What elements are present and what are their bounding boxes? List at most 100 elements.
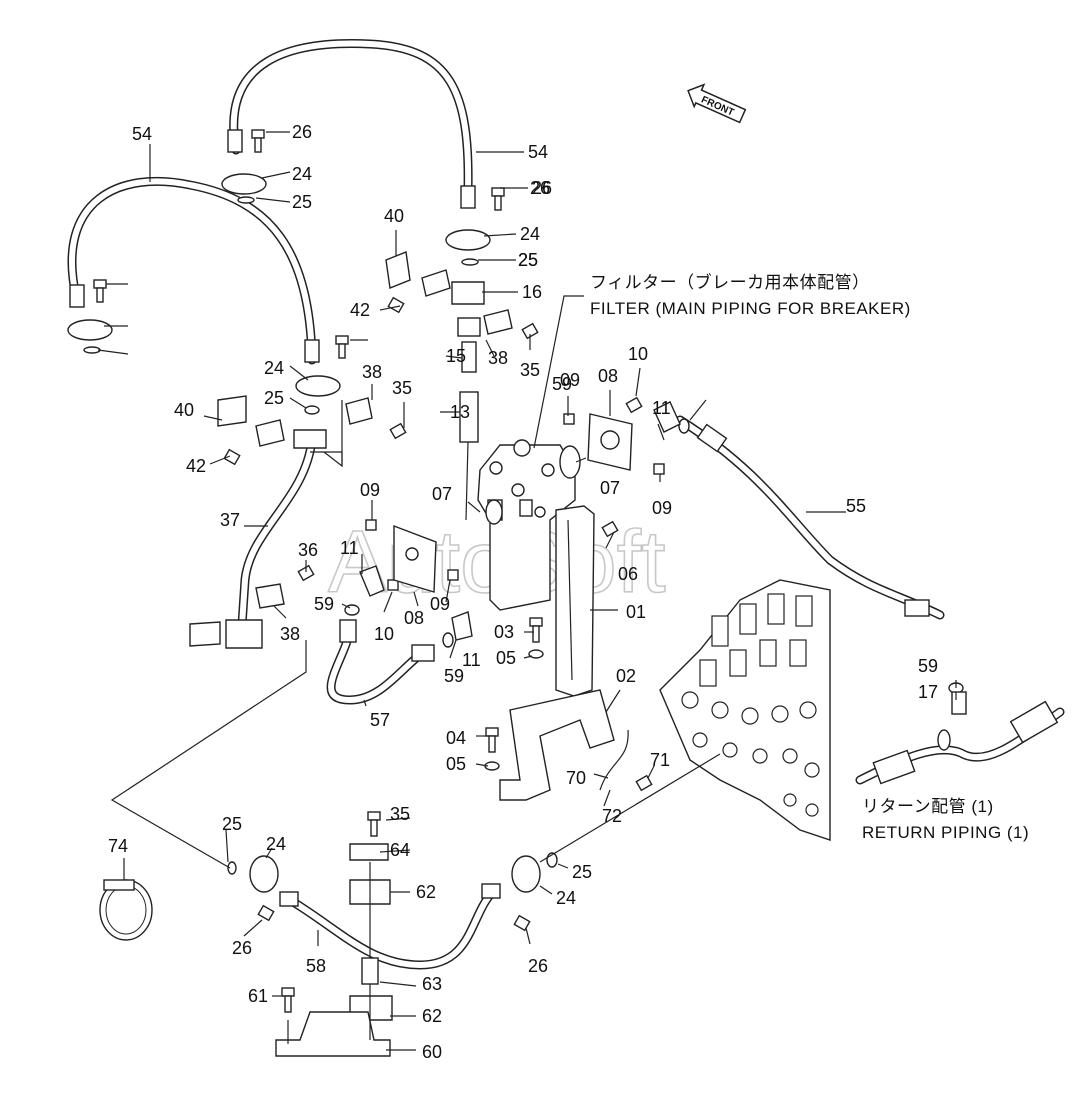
callout-25: 25 xyxy=(518,250,538,270)
hose-fittings xyxy=(69,129,930,907)
callout-40: 40 xyxy=(174,400,194,420)
elbow-11-bottom xyxy=(451,611,473,641)
gasket-07-right xyxy=(559,445,581,479)
callout-09: 09 xyxy=(560,370,580,390)
callout-layer: 54 26 24 25 54 26 24 25 40 42 25 16 26 24 25 38 35 15 38 35… xyxy=(108,122,938,1062)
callout-03: 03 xyxy=(494,622,514,642)
callout-07: 07 xyxy=(432,484,452,504)
callout-57: 57 xyxy=(370,710,390,730)
callout-37: 37 xyxy=(220,510,240,530)
callout-61: 61 xyxy=(248,986,268,1006)
callout-01: 01 xyxy=(626,602,646,622)
filter-caption-en: FILTER (MAIN PIPING FOR BREAKER) xyxy=(590,299,911,318)
callout-24: 24 xyxy=(266,834,286,854)
callout-26: 26 xyxy=(532,178,552,198)
gasket-07-left xyxy=(485,499,503,525)
callout-59: 59 xyxy=(314,594,334,614)
filter-caption-jp: フィルター（ブレーカ用本体配管） xyxy=(590,272,870,292)
callout-40: 40 xyxy=(384,206,404,226)
callout-25: 25 xyxy=(518,250,538,270)
callout-25: 25 xyxy=(572,862,592,882)
callout-05: 05 xyxy=(446,754,466,774)
callout-07: 07 xyxy=(600,478,620,498)
callout-24: 24 xyxy=(264,358,284,378)
callout-35: 35 xyxy=(390,804,410,824)
adapter-15 xyxy=(461,341,477,373)
callout-38: 38 xyxy=(488,348,508,368)
callout-60: 60 xyxy=(422,1042,442,1062)
return-caption-jp: リターン配管 (1) xyxy=(862,797,994,816)
callout-25: 25 xyxy=(292,192,312,212)
bracket-02 xyxy=(499,689,615,801)
callout-54: 54 xyxy=(132,124,152,144)
hose-72 xyxy=(599,729,629,791)
callout-72: 72 xyxy=(602,806,622,826)
callout-38: 38 xyxy=(280,624,300,644)
hose-55 xyxy=(675,415,945,620)
callout-13: 13 xyxy=(450,402,470,422)
callout-04: 04 xyxy=(446,728,466,748)
callout-09: 09 xyxy=(430,594,450,614)
callout-11: 11 xyxy=(462,650,481,670)
callout-59: 59 xyxy=(918,656,938,676)
adapter-16 xyxy=(457,317,481,337)
callout-26: 26 xyxy=(232,938,252,958)
hose-54-left xyxy=(67,176,317,365)
callout-24: 24 xyxy=(556,888,576,908)
callout-35: 35 xyxy=(392,378,412,398)
callout-15: 15 xyxy=(446,346,466,366)
leader-lines xyxy=(97,131,957,1051)
callout-62: 62 xyxy=(416,882,436,902)
callout-26: 26 xyxy=(528,956,548,976)
hose-54-right xyxy=(229,39,473,195)
callout-26: 26 xyxy=(292,122,312,142)
callout-05: 05 xyxy=(496,648,516,668)
control-valve xyxy=(659,579,831,841)
band-74 xyxy=(99,879,153,941)
callout-10: 10 xyxy=(374,624,394,644)
callout-24: 24 xyxy=(520,224,540,244)
callout-74: 74 xyxy=(108,836,128,856)
callout-35: 35 xyxy=(520,360,540,380)
flanges xyxy=(67,173,541,893)
callout-25: 25 xyxy=(264,388,284,408)
callout-58: 58 xyxy=(306,956,326,976)
callout-38: 38 xyxy=(362,362,382,382)
elbow-11-right xyxy=(653,401,681,433)
return-fittings xyxy=(872,700,1059,785)
callout-42: 42 xyxy=(186,456,206,476)
callout-26: 26 xyxy=(530,178,550,198)
callout-02: 02 xyxy=(616,666,636,686)
callout-71: 71 xyxy=(650,750,670,770)
callout-16: 16 xyxy=(522,282,542,302)
callout-10: 10 xyxy=(628,344,648,364)
callout-59: 59 xyxy=(444,666,464,686)
adapter-17 xyxy=(951,691,967,715)
callout-17: 17 xyxy=(918,682,938,702)
pipe-37 xyxy=(237,435,317,630)
clamps xyxy=(189,251,513,1021)
hose-57 xyxy=(326,625,425,705)
bracket-60 xyxy=(275,1011,391,1057)
callout-42: 42 xyxy=(350,300,370,320)
callout-36: 36 xyxy=(298,540,318,560)
callout-63: 63 xyxy=(422,974,442,994)
callout-24: 24 xyxy=(292,164,312,184)
bracket-01 xyxy=(555,505,595,697)
elbow-11-left xyxy=(359,565,385,597)
callout-55: 55 xyxy=(846,496,866,516)
callout-25: 25 xyxy=(222,814,242,834)
callout-06: 06 xyxy=(618,564,638,584)
front-arrow: FRONT xyxy=(687,83,747,124)
callout-08: 08 xyxy=(598,366,618,386)
callout-64: 64 xyxy=(390,840,410,860)
callout-54: 54 xyxy=(528,142,548,162)
callout-11: 11 xyxy=(652,398,671,418)
callout-09: 09 xyxy=(360,480,380,500)
callout-08: 08 xyxy=(404,608,424,628)
return-caption-en: RETURN PIPING (1) xyxy=(862,823,1029,842)
callout-70: 70 xyxy=(566,768,586,788)
callout-62: 62 xyxy=(422,1006,442,1026)
callout-09: 09 xyxy=(652,498,672,518)
